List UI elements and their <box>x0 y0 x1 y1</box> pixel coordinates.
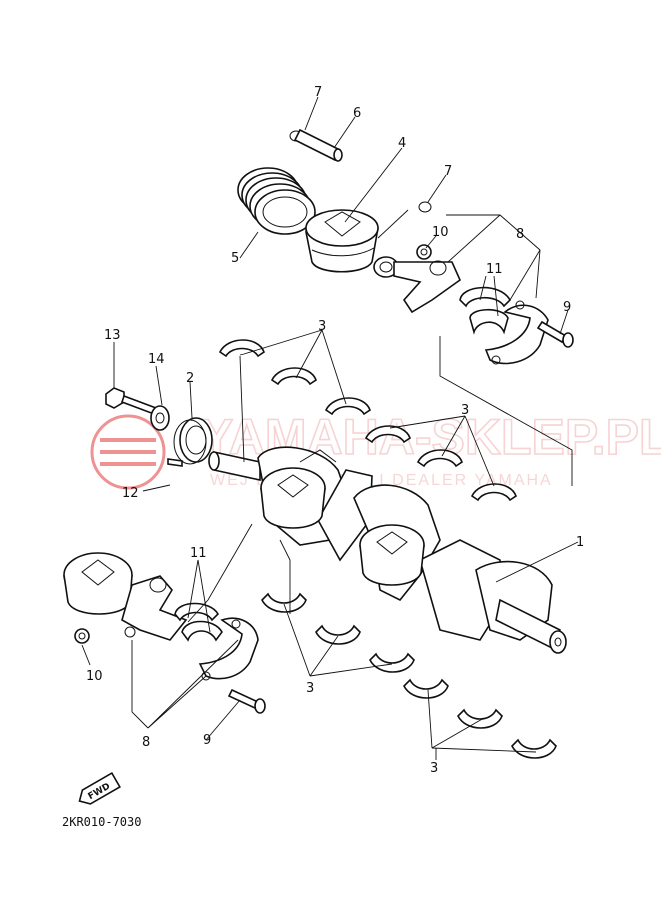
main-bearing-shells-lower <box>261 592 557 759</box>
callout-9: 9 <box>563 300 571 315</box>
crank-end-bolt <box>105 387 158 416</box>
connecting-rod-cap-upper <box>484 300 549 365</box>
callout-9: 9 <box>203 733 211 748</box>
fwd-arrow-icon: FWD <box>78 771 121 805</box>
callout-13: 13 <box>104 328 121 343</box>
washer <box>150 405 170 431</box>
connecting-rod-lower <box>121 575 188 641</box>
piston-pin <box>293 128 343 162</box>
callout-3: 3 <box>318 319 326 334</box>
callout-3: 3 <box>306 681 314 696</box>
callout-2: 2 <box>186 371 194 386</box>
callout-10: 10 <box>86 669 103 684</box>
big-end-bearing-upper <box>459 286 511 335</box>
woodruff-key <box>167 458 183 467</box>
connecting-rod-bolt-lower <box>227 688 266 714</box>
crank-piston-left <box>260 467 326 529</box>
callout-6: 6 <box>353 106 361 121</box>
callout-8: 8 <box>142 735 150 750</box>
callout-12: 12 <box>122 486 139 501</box>
main-bearing-shells-upper <box>218 339 517 502</box>
piston-lower <box>63 552 133 615</box>
callout-7: 7 <box>314 85 322 100</box>
callout-11: 11 <box>190 546 207 561</box>
connecting-rod-upper <box>373 256 461 314</box>
callout-4: 4 <box>398 136 406 151</box>
piston-pin-clip-upper-right <box>418 201 432 213</box>
catalog-code: 2KR010-7030 <box>62 815 141 829</box>
connecting-rod-bolt-upper <box>536 320 574 348</box>
piston-ring-set <box>237 167 316 235</box>
watermark: YAMAHA-SKLEP.PL WEJ ŁOWSKI TEZ I DEALER … <box>90 408 661 490</box>
callout-5: 5 <box>231 251 239 266</box>
crank-piston-right <box>359 524 425 586</box>
leader-lines <box>81 96 579 760</box>
callout-3: 3 <box>461 403 469 418</box>
big-end-bearing-lower <box>174 602 223 642</box>
callout-3: 3 <box>430 761 438 776</box>
callout-8: 8 <box>516 227 524 242</box>
callout-1: 1 <box>576 535 584 550</box>
watermark-logo-icon <box>90 414 166 490</box>
callout-7: 7 <box>444 164 452 179</box>
callout-labels: 7 6 4 7 10 8 11 9 5 13 14 2 3 3 12 1 11 … <box>86 85 584 776</box>
oil-seal <box>173 417 213 465</box>
connecting-rod-nut-lower <box>74 628 90 644</box>
callout-14: 14 <box>148 352 165 367</box>
callout-10: 10 <box>432 225 449 240</box>
piston-upper <box>305 209 379 273</box>
callout-11: 11 <box>486 262 503 277</box>
connecting-rod-nut-upper <box>416 244 432 260</box>
